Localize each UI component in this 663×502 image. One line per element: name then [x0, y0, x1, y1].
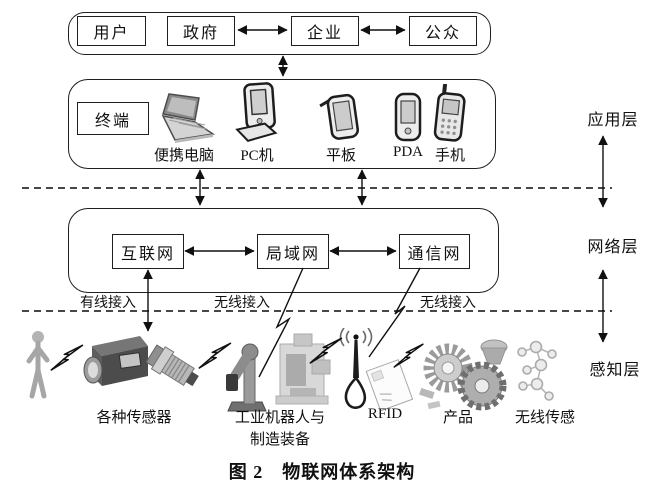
- label-wireless-access-1: 无线接入: [214, 296, 270, 311]
- probe-sensor-icon: [146, 344, 199, 387]
- box-lan-label: 局域网: [265, 245, 320, 263]
- box-comm-network-label: 通信网: [407, 245, 462, 263]
- box-internet-label: 互联网: [120, 245, 175, 263]
- box-enterprise: 企业: [291, 16, 359, 46]
- machine-icon: [275, 333, 331, 405]
- box-public-label: 公众: [424, 25, 461, 42]
- robot-arm-icon: [226, 343, 267, 412]
- label-sensors: 各种传感器: [96, 410, 172, 426]
- label-tablet: 平板: [325, 148, 356, 164]
- box-internet: 互联网: [112, 234, 184, 269]
- lightning-icon: [50, 344, 84, 371]
- label-wireless-access-2: 无线接入: [420, 296, 476, 311]
- label-network-layer: 网络层: [587, 239, 639, 256]
- label-rfid: RFID: [367, 406, 403, 422]
- box-user-label: 用户: [93, 25, 130, 42]
- figure-caption: 图 2 物联网体系架构: [228, 462, 416, 482]
- label-products: 产品: [442, 410, 473, 426]
- desktop-pc-icon: [235, 82, 278, 142]
- label-wireless-sensing: 无线传感: [514, 410, 575, 426]
- camera-sensor-icon: [83, 336, 148, 386]
- label-pda: PDA: [392, 144, 423, 160]
- antenna-icon: [339, 328, 373, 409]
- box-public: 公众: [409, 16, 477, 46]
- label-robots-line2: 制造装备: [249, 432, 310, 448]
- label-laptop: 便携电脑: [153, 148, 214, 164]
- box-government-label: 政府: [182, 25, 219, 42]
- box-government: 政府: [167, 16, 235, 46]
- person-icon: [26, 331, 50, 399]
- label-wired-access: 有线接入: [80, 296, 136, 311]
- label-pc: PC机: [240, 148, 274, 164]
- label-perception-layer: 感知层: [589, 362, 641, 379]
- label-robots-line1: 工业机器人与: [234, 410, 325, 426]
- tablet-icon: [319, 93, 359, 140]
- label-phone: 手机: [434, 148, 465, 164]
- terminal-band: [68, 79, 496, 169]
- gears-icon: [419, 339, 508, 411]
- mobile-phone-icon: [433, 84, 466, 142]
- box-terminal-label: 终端: [94, 112, 131, 130]
- box-user: 用户: [77, 16, 146, 46]
- rfid-tag-icon: [365, 359, 414, 412]
- laptop-icon: [161, 93, 216, 143]
- pda-icon: [394, 92, 422, 142]
- molecule-icon: [517, 340, 557, 401]
- box-terminal: 终端: [77, 102, 149, 135]
- application-users-band: [68, 12, 491, 55]
- box-comm-network: 通信网: [399, 234, 470, 269]
- box-enterprise-label: 企业: [306, 25, 343, 42]
- box-lan: 局域网: [257, 234, 329, 269]
- label-application-layer: 应用层: [587, 112, 639, 129]
